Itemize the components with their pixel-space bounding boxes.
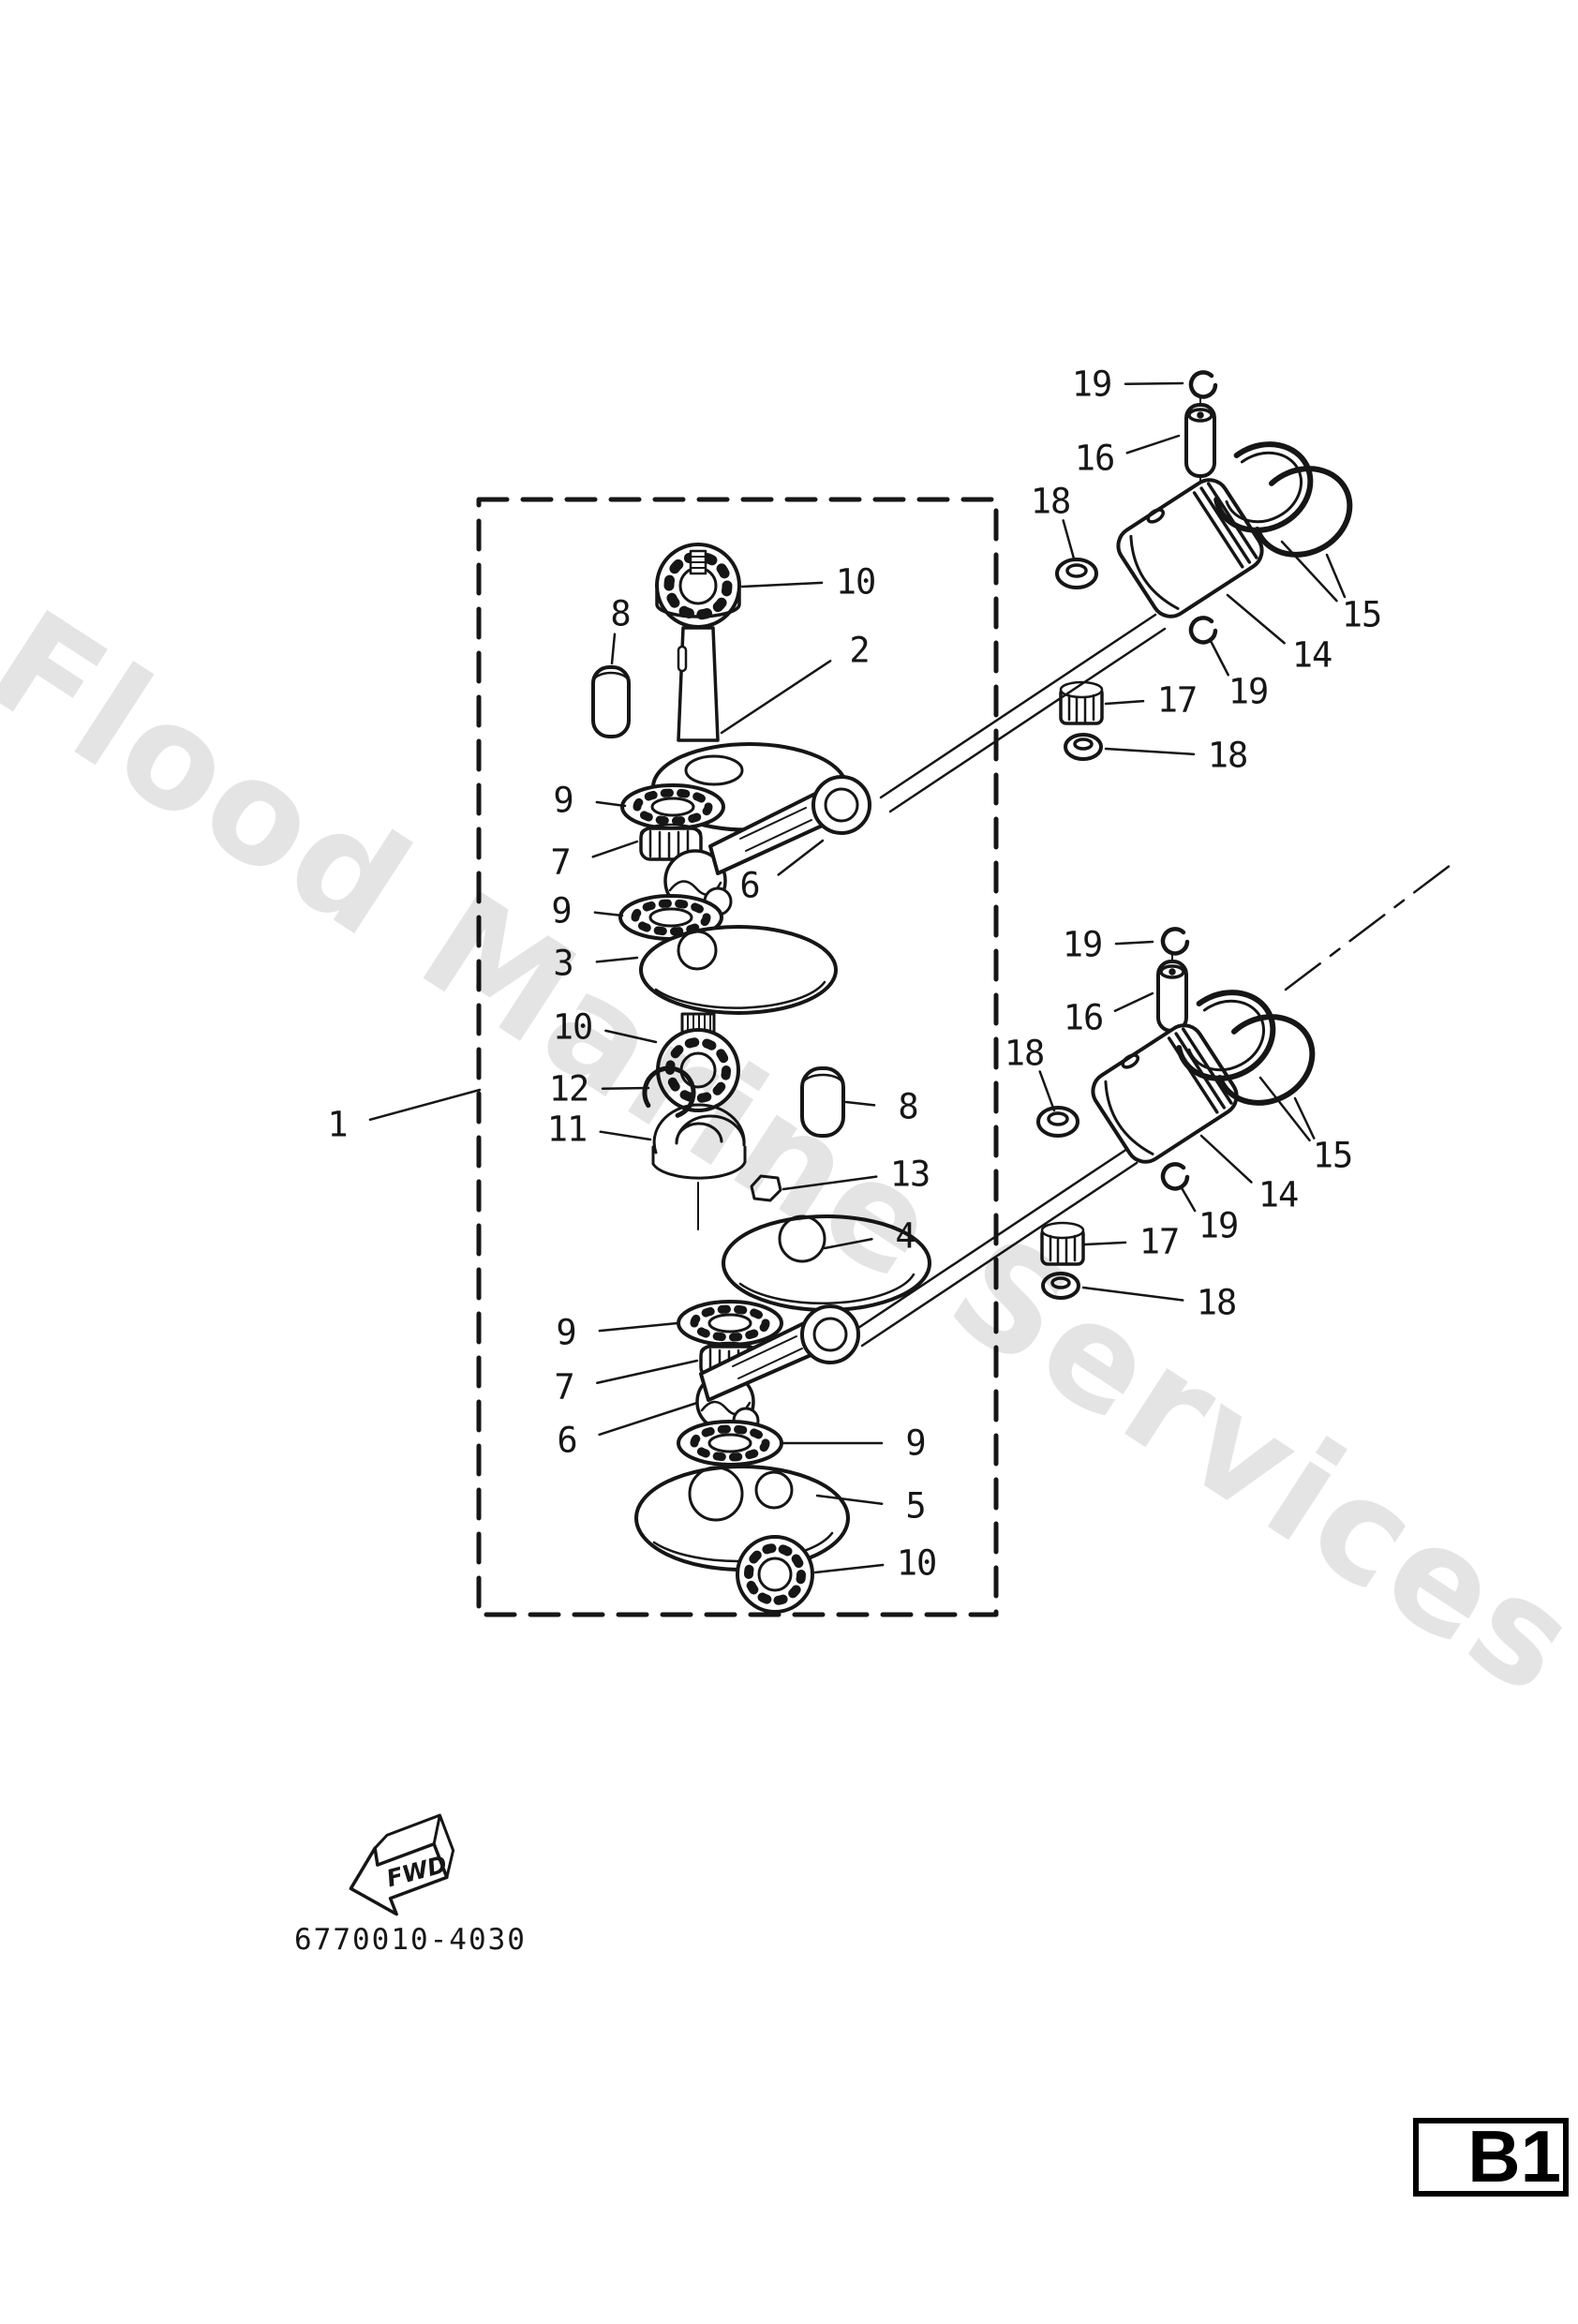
part-label-18: 18	[1196, 1282, 1238, 1323]
part-label-19: 19	[1062, 924, 1104, 965]
circlip-icon	[1188, 370, 1218, 399]
page-code-box: B1	[1413, 2118, 1569, 2197]
piston-assembly-lower	[851, 860, 1456, 1348]
dashed-group-box	[476, 497, 999, 1617]
part-label-2: 2	[849, 630, 870, 671]
part-label-8: 8	[610, 593, 631, 634]
connecting-rod-lower	[699, 1304, 860, 1402]
part-label-12: 12	[548, 1068, 590, 1110]
part-label-18: 18	[1207, 735, 1249, 776]
part-label-5: 5	[905, 1485, 926, 1527]
part-label-8: 8	[898, 1086, 918, 1127]
part-label-15: 15	[1341, 594, 1383, 635]
roller-bearing-icon	[677, 1420, 783, 1467]
part-label-16: 16	[1063, 997, 1105, 1038]
part-label-9: 9	[551, 890, 572, 931]
part-label-9: 9	[905, 1423, 926, 1464]
part-label-10: 10	[835, 561, 877, 603]
part-label-17: 17	[1139, 1221, 1181, 1262]
leader-lines	[368, 381, 1347, 1574]
part-label-13: 13	[889, 1154, 931, 1195]
centerline	[1284, 860, 1456, 991]
part-label-1: 1	[327, 1104, 348, 1145]
piston-assembly-upper	[879, 370, 1353, 813]
part-label-19: 19	[1071, 364, 1113, 405]
part-label-7: 7	[554, 1366, 574, 1408]
part-label-14: 14	[1258, 1174, 1300, 1215]
ball-bearing-icon	[736, 1535, 814, 1614]
dowel-pin-icon	[591, 665, 631, 738]
part-label-18: 18	[1004, 1033, 1046, 1074]
part-label-16: 16	[1074, 438, 1116, 479]
washer-icon	[1055, 558, 1098, 589]
part-label-17: 17	[1156, 679, 1198, 721]
piston-icon	[1091, 1023, 1239, 1164]
piston-rings-icon	[1213, 441, 1353, 558]
part-label-10: 10	[896, 1542, 938, 1584]
part-label-11: 11	[546, 1109, 588, 1150]
dowel-pin-icon	[800, 1066, 845, 1138]
piston-rings-icon	[1175, 990, 1316, 1106]
part-label-15: 15	[1312, 1135, 1354, 1176]
washer-icon	[1036, 1106, 1079, 1138]
washer-icon	[1064, 733, 1103, 761]
part-label-6: 6	[557, 1420, 577, 1461]
part-label-6: 6	[739, 865, 760, 906]
circlip-icon	[1160, 1162, 1190, 1191]
part-label-7: 7	[550, 842, 571, 883]
crank-web-icon	[639, 925, 838, 1015]
part-label-19: 19	[1198, 1205, 1240, 1246]
part-label-18: 18	[1030, 481, 1072, 522]
connecting-rod-upper	[708, 775, 871, 875]
part-label-19: 19	[1228, 671, 1270, 712]
needle-bearing-icon	[1040, 1221, 1085, 1266]
part-label-9: 9	[556, 1312, 576, 1353]
roller-bearing-icon	[618, 894, 723, 941]
part-label-4: 4	[895, 1215, 916, 1257]
part-label-10: 10	[552, 1006, 594, 1048]
circlip-icon	[1160, 927, 1190, 956]
spiral-spring-icon	[651, 1103, 747, 1180]
part-label-9: 9	[553, 780, 573, 821]
circlip-icon	[1188, 616, 1218, 645]
needle-bearing-icon	[1059, 680, 1104, 725]
part-label-3: 3	[553, 943, 573, 984]
key-icon	[750, 1174, 782, 1202]
c-ring-icon	[642, 1065, 696, 1120]
page-code-label: B1	[1467, 2115, 1561, 2198]
ball-bearing-icon	[655, 543, 741, 629]
part-label-14: 14	[1291, 634, 1333, 676]
washer-icon	[1041, 1272, 1080, 1300]
piston-pin-icon	[1184, 403, 1216, 478]
part-code: 6770010-4030	[294, 1923, 527, 1957]
